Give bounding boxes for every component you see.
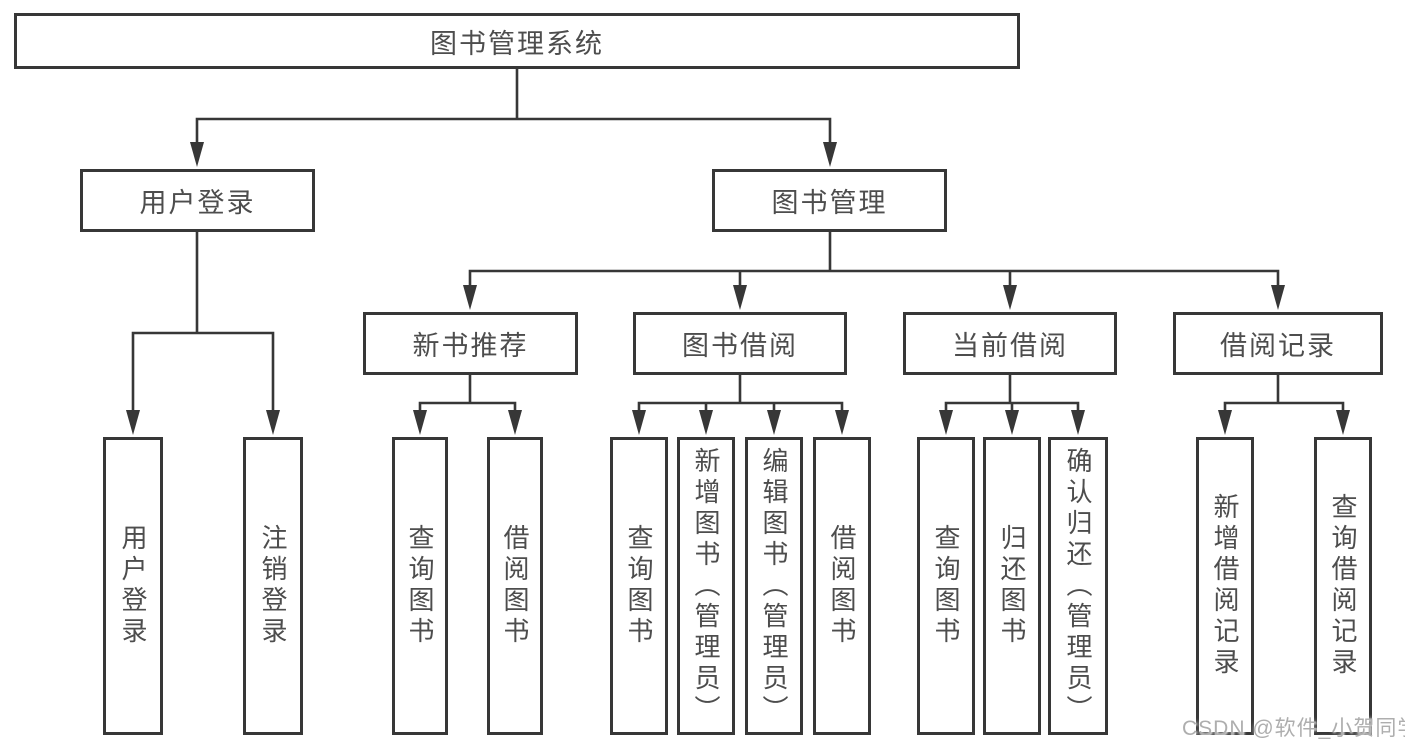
node-borrowing-records: 借阅记录 [1173, 312, 1383, 375]
node-label: 图书管理 [771, 188, 888, 218]
node-label: 编辑图书（管理员） [759, 446, 789, 726]
node-label: 新书推荐 [412, 331, 529, 361]
leaf-user-login: 用户登录 [103, 437, 163, 735]
connector-book-borrowing-branch [637, 373, 844, 414]
node-book-management-system: 图书管理系统 [14, 13, 1020, 69]
leaf-br-add-record: 新增借阅记录 [1196, 437, 1254, 735]
node-book-management-branch: 图书管理 [712, 169, 947, 232]
arrowhead [939, 410, 953, 435]
watermark: CSDN @软件_小贺同学 [1182, 717, 1405, 740]
node-label: 归还图书 [997, 524, 1027, 648]
arrowhead [1005, 410, 1019, 435]
node-label: 借阅记录 [1220, 331, 1336, 361]
arrowhead [699, 410, 713, 435]
arrowhead [1271, 285, 1285, 310]
leaf-bb-add-books-admin: 新增图书（管理员） [677, 437, 735, 735]
node-book-borrowing: 图书借阅 [633, 312, 847, 375]
node-user-login-branch: 用户登录 [80, 169, 315, 232]
node-new-book-recommendation: 新书推荐 [363, 312, 578, 375]
node-current-borrowing: 当前借阅 [903, 312, 1117, 375]
node-label: 查询借阅记录 [1328, 493, 1358, 679]
node-label: 用户登录 [139, 188, 256, 218]
node-label: 图书借阅 [682, 331, 798, 361]
node-label: 图书管理系统 [430, 28, 604, 59]
leaf-cb-return-books: 归还图书 [983, 437, 1041, 735]
node-label: 新增借阅记录 [1210, 493, 1240, 679]
connector-borrowing-records-branch [1223, 373, 1345, 414]
leaf-bb-borrow-books: 借阅图书 [813, 437, 871, 735]
arrowhead [767, 410, 781, 435]
connector-current-borrowing-branch [944, 373, 1080, 414]
arrowhead [190, 142, 204, 167]
node-label: 新增图书（管理员） [691, 446, 721, 726]
arrowhead [1218, 410, 1232, 435]
arrowhead [835, 410, 849, 435]
arrowhead [632, 410, 646, 435]
connector-book-management-branch [468, 230, 1280, 289]
arrowhead [1003, 285, 1017, 310]
node-label: 查询图书 [624, 524, 654, 648]
arrowhead [266, 410, 280, 435]
leaf-cb-query-books: 查询图书 [917, 437, 975, 735]
node-label: 注销登录 [258, 524, 288, 648]
arrowhead [508, 410, 522, 435]
arrowhead [733, 285, 747, 310]
leaf-cb-confirm-return-admin: 确认归还（管理员） [1048, 437, 1108, 735]
leaf-nbr-query-books: 查询图书 [392, 437, 448, 735]
arrowhead [823, 142, 837, 167]
node-label: 当前借阅 [952, 331, 1068, 361]
arrowhead [1071, 410, 1085, 435]
node-label: 查询图书 [405, 524, 435, 648]
node-label: 确认归还（管理员） [1063, 446, 1093, 726]
node-label: 查询图书 [931, 524, 961, 648]
connector-root-to-level2 [195, 67, 832, 146]
leaf-bb-edit-books-admin: 编辑图书（管理员） [745, 437, 803, 735]
node-label: 借阅图书 [500, 524, 530, 648]
arrowhead [126, 410, 140, 435]
leaf-bb-query-books: 查询图书 [610, 437, 668, 735]
leaf-logout: 注销登录 [243, 437, 303, 735]
connector-user-login-branch [131, 230, 275, 414]
arrowhead [413, 410, 427, 435]
arrowhead [1336, 410, 1350, 435]
arrowhead [463, 285, 477, 310]
leaf-nbr-borrow-books: 借阅图书 [487, 437, 543, 735]
connector-new-book-recommendation-branch [418, 373, 517, 414]
leaf-br-query-record: 查询借阅记录 [1314, 437, 1372, 735]
node-label: 借阅图书 [827, 524, 857, 648]
node-label: 用户登录 [118, 524, 148, 648]
